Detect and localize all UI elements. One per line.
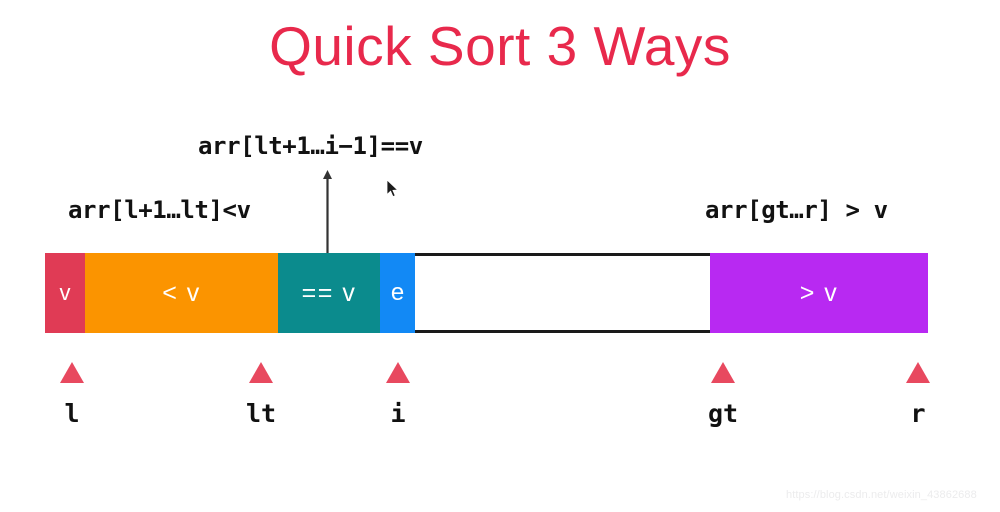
triangle-up-icon (60, 362, 84, 383)
marker-label-l: l (64, 399, 80, 428)
triangle-up-icon (249, 362, 273, 383)
segment-greater-than: > v (710, 253, 928, 333)
annotation-less-range: arr[l+1…lt]<v (68, 196, 251, 224)
watermark: https://blog.csdn.net/weixin_43862688 (786, 489, 977, 501)
marker-lt: lt (231, 362, 291, 428)
segment-pivot: v (45, 253, 85, 333)
marker-label-gt: gt (707, 399, 739, 428)
marker-label-i: i (390, 399, 406, 428)
marker-label-r: r (910, 399, 926, 428)
segment-unprocessed (415, 253, 710, 333)
triangle-up-icon (386, 362, 410, 383)
marker-gt: gt (693, 362, 753, 428)
segment-less-than: < v (85, 253, 278, 333)
segment-current-element: e (380, 253, 415, 333)
array-bar: v < v == v e > v (45, 253, 928, 333)
marker-r: r (888, 362, 948, 428)
mouse-cursor-icon (386, 179, 400, 199)
marker-l: l (42, 362, 102, 428)
marker-i: i (368, 362, 428, 428)
up-arrow-icon (318, 168, 338, 258)
annotation-equal-range: arr[lt+1…i−1]==v (198, 132, 423, 160)
annotation-greater-range: arr[gt…r] > v (705, 196, 888, 224)
triangle-up-icon (906, 362, 930, 383)
segment-equal: == v (278, 253, 380, 333)
marker-label-lt: lt (245, 399, 277, 428)
page-title: Quick Sort 3 Ways (269, 15, 731, 77)
triangle-up-icon (711, 362, 735, 383)
